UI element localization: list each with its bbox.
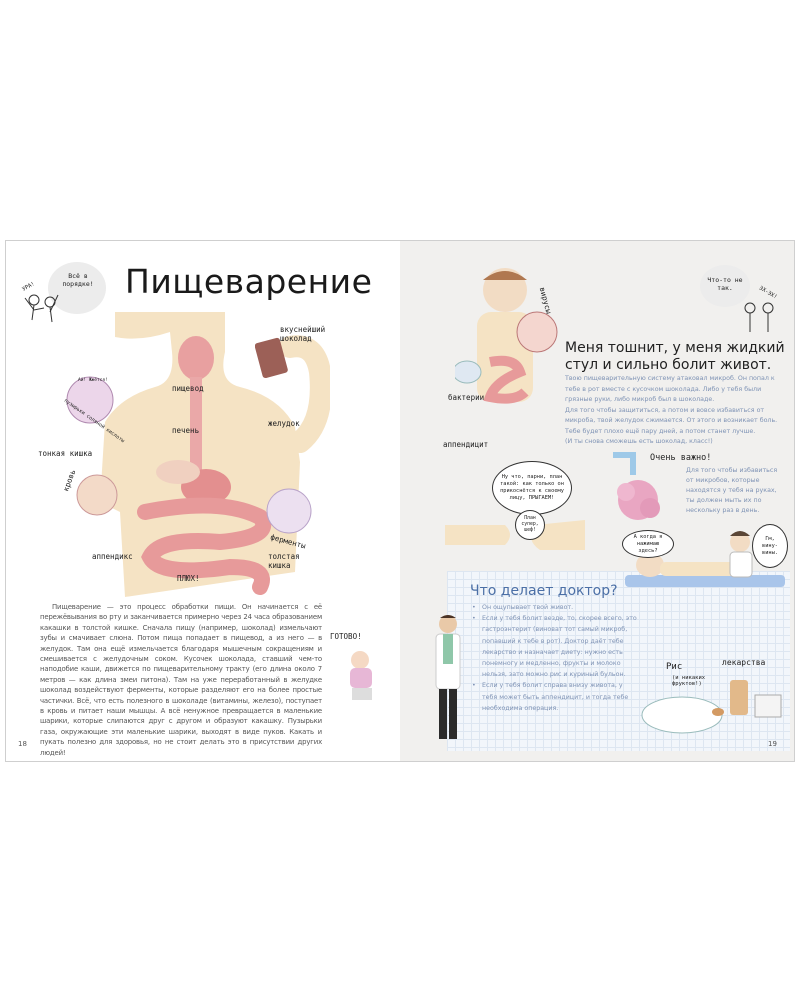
body-text: Пищеварение — это процесс обработки пищи… [40,603,322,757]
symptoms-paragraph: Для того чтобы защититься, а потом и вов… [565,406,778,435]
hands-illustration [445,520,585,550]
label-appendix: аппендикс [92,552,133,561]
patient-speech-bubble: Гм, вину-вины. [752,524,788,568]
corner-bubble-right [700,265,750,307]
sad-kids-illustration [744,302,774,332]
page-title: Пищеварение [125,262,373,301]
handwashing-illustration [613,452,660,520]
handwashing-text: Для того чтобы избавиться от микробов, к… [686,467,778,514]
acid-bubbles-circle [66,376,114,424]
label-plop: ПЛЮХ! [177,574,200,583]
label-stomach: желудок [268,419,300,428]
label-small-intestine: тонкая кишка [38,449,93,458]
book-spread [5,240,795,762]
corner-bubble-text: Всё в порядке! [62,272,94,288]
enzymes-circle [266,488,312,534]
rice-illustration [641,696,723,734]
digestive-system-illustration [100,312,330,597]
happy-kids-illustration [24,294,59,323]
germ-speech-bubble: Ну что, парни, план такой: как только он… [492,461,572,515]
doctor-list-item: Если у тебя болит справа внизу живота, у… [470,680,638,714]
doctor-illustration [435,615,461,739]
label-esophagus: пищевод [172,384,204,393]
blood-circle [76,474,118,516]
label-chocolate: вкуснейший шоколад [280,325,326,343]
chocolate-illustration [255,337,288,379]
doctor-list: Он ощупывает твой живот. Если у тебя бол… [470,602,638,714]
label-rice: Рис [666,662,683,672]
germ-small-speech-bubble: План супер, шеф! [515,510,545,540]
symptoms-paragraph: Твою пищеварительную систему атаковал ми… [565,375,775,403]
label-very-important: Очень важно! [650,453,712,463]
label-liver: печень [172,426,200,435]
label-ready: ГОТОВО! [330,632,362,641]
doctor-list-item: Он ощупывает твой живот. [470,602,638,613]
toilet-kid-illustration [350,651,372,700]
page-number-left: 18 [18,740,27,748]
doctor-patient-illustration [625,531,785,587]
label-large-intestine: толстая кишка [268,552,300,570]
label-appendicitis: аппендицит [443,440,489,449]
sick-kid-illustration [455,268,558,404]
doctor-speech-bubble: А когда я нажимаю здесь? [622,530,674,558]
corner-bubble-right-text: Что-то не так. [707,276,743,292]
symptoms-heading: Меня тошнит, у меня жидкий стул и сильно… [565,340,785,373]
label-acid-inner: Ай! Жжётся! [78,378,108,383]
label-rice-note: (и никаких фруктов!) [672,675,706,687]
page-number-right: 19 [768,740,777,748]
doctor-box-title: Что делает доктор? [470,583,618,599]
doctor-list-item: Если у тебя болит везде, то, скорее всег… [470,613,638,680]
label-medicine: лекарства [722,658,766,667]
medicine-illustration [712,680,782,718]
label-bacteria: бактерии [448,393,485,402]
corner-bubble [48,262,106,314]
symptoms-text: Твою пищеварительную систему атаковал ми… [565,374,785,448]
symptoms-paragraph: (И ты снова сможешь есть шоколад, класс!… [565,438,713,445]
